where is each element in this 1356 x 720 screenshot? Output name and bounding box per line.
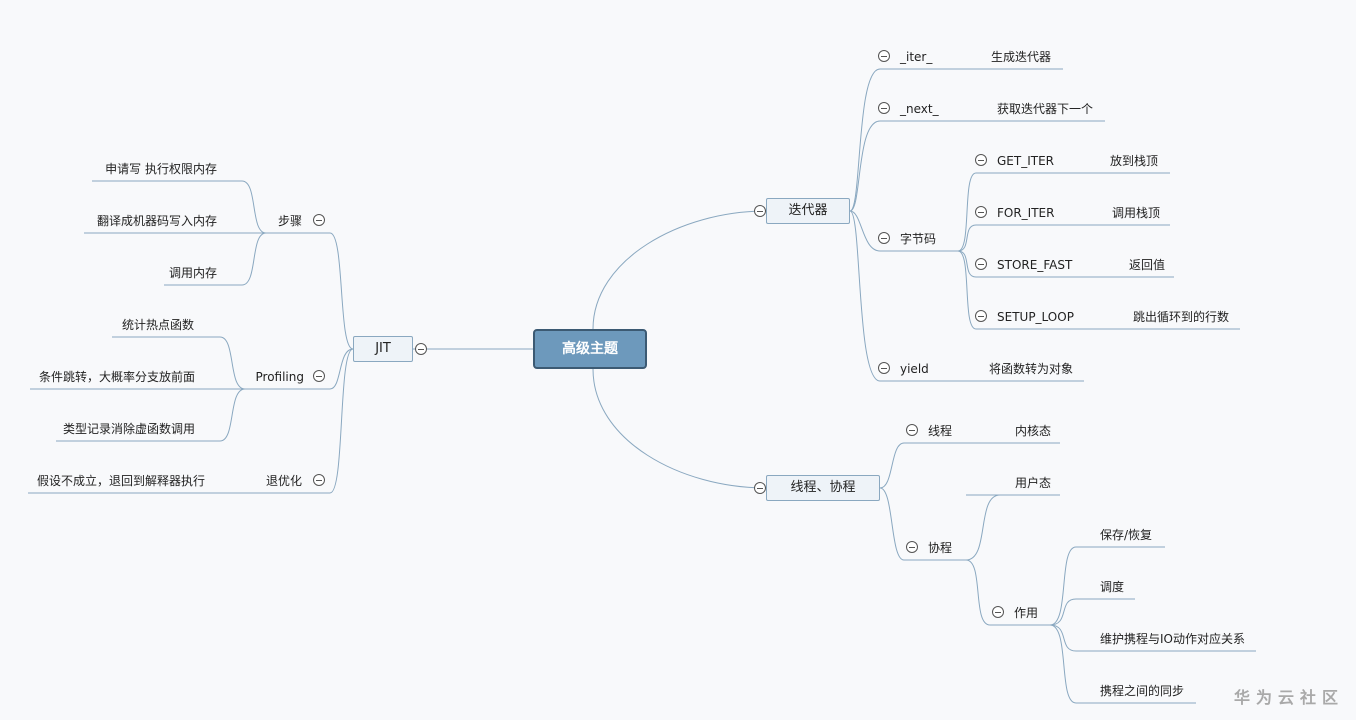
- role-item-2: 调度: [1100, 580, 1125, 594]
- yield-name: yield: [900, 362, 929, 376]
- link-op-store-fast: [957, 250, 977, 278]
- step-item-3: 调用内存: [168, 266, 217, 280]
- iter-desc: 生成迭代器: [991, 50, 1052, 64]
- profiling-item-3: 类型记录消除虚函数调用: [62, 422, 195, 436]
- op-for-iter-desc: 调用栈顶: [1112, 206, 1161, 220]
- next-name: _next_: [900, 102, 939, 116]
- link-role-4: [1049, 624, 1077, 704]
- link-op-for-iter: [957, 224, 977, 252]
- thread-label: 线程: [928, 424, 953, 438]
- coroutine-label: 协程: [928, 541, 953, 555]
- link-next: [849, 120, 881, 212]
- op-setup-loop-desc: 跳出循环到的行数: [1133, 310, 1230, 324]
- steps-label: 步骤: [277, 214, 302, 228]
- link-step-1: [241, 180, 267, 234]
- step-item-2: 翻译成机器码写入内存: [96, 214, 217, 228]
- topic-iterator[interactable]: 迭代器: [766, 198, 850, 224]
- link-op-get-iter: [957, 172, 977, 252]
- op-store-fast-name: STORE_FAST: [997, 258, 1073, 272]
- bytecode-label: 字节码: [900, 232, 937, 246]
- link-role-1: [1049, 546, 1077, 626]
- role-item-4: 携程之间的同步: [1100, 684, 1185, 698]
- thread-desc: 内核态: [1015, 424, 1052, 438]
- collapse-iterator-icon[interactable]: [754, 205, 766, 217]
- link-deopt: [329, 348, 354, 494]
- step-item-1: 申请写 执行权限内存: [105, 162, 217, 176]
- role-label: 作用: [1014, 606, 1039, 620]
- topic-threads[interactable]: 线程、协程: [766, 475, 880, 501]
- link-prof-1: [219, 336, 246, 390]
- link-prof-3: [219, 388, 246, 442]
- yield-desc: 将函数转为对象: [989, 362, 1074, 376]
- collapse-coroutine-icon[interactable]: [906, 541, 918, 553]
- link-coroutine-desc: [965, 494, 1001, 561]
- profiling-item-1: 统计热点函数: [121, 318, 194, 332]
- link-role: [965, 559, 991, 626]
- collapse-next-icon[interactable]: [878, 102, 890, 114]
- collapse-get-iter-icon[interactable]: [975, 154, 987, 166]
- link-root-threads: [592, 368, 767, 489]
- op-get-iter-name: GET_ITER: [997, 154, 1054, 168]
- collapse-thread-icon[interactable]: [906, 424, 918, 436]
- iter-name: _iter_: [900, 50, 933, 64]
- op-setup-loop-name: SETUP_LOOP: [997, 310, 1074, 324]
- collapse-setup-loop-icon[interactable]: [975, 310, 987, 322]
- op-store-fast-desc: 返回值: [1129, 258, 1166, 272]
- link-iter: [849, 68, 881, 212]
- profiling-item-2: 条件跳转，大概率分支放前面: [38, 370, 195, 384]
- link-role-2: [1049, 598, 1077, 626]
- collapse-bytecode-icon[interactable]: [878, 232, 890, 244]
- collapse-steps-icon[interactable]: [313, 214, 325, 226]
- link-profiling: [329, 348, 354, 390]
- collapse-profiling-icon[interactable]: [313, 370, 325, 382]
- link-step-3: [241, 232, 267, 286]
- collapse-for-iter-icon[interactable]: [975, 206, 987, 218]
- next-desc: 获取迭代器下一个: [997, 102, 1094, 116]
- collapse-yield-icon[interactable]: [878, 362, 890, 374]
- coroutine-desc: 用户态: [1015, 476, 1052, 490]
- link-thread: [879, 442, 905, 489]
- topic-jit[interactable]: JIT: [353, 336, 413, 362]
- profiling-label: Profiling: [255, 370, 305, 384]
- collapse-store-fast-icon[interactable]: [975, 258, 987, 270]
- deopt-label: 退优化: [265, 474, 302, 488]
- collapse-deopt-icon[interactable]: [313, 474, 325, 486]
- link-op-setup-loop: [957, 250, 977, 330]
- link-steps: [329, 232, 354, 350]
- link-root-iterator: [592, 210, 767, 330]
- link-yield: [849, 210, 881, 382]
- link-role-3: [1049, 624, 1077, 652]
- collapse-iter-icon[interactable]: [878, 50, 890, 62]
- watermark: 华为云社区: [1233, 688, 1344, 707]
- central-topic[interactable]: 高级主题: [533, 329, 647, 369]
- collapse-jit-icon[interactable]: [415, 343, 427, 355]
- collapse-threads-icon[interactable]: [754, 482, 766, 494]
- op-for-iter-name: FOR_ITER: [997, 206, 1055, 220]
- link-bytecode: [849, 210, 881, 252]
- op-get-iter-desc: 放到栈顶: [1110, 154, 1159, 168]
- role-item-1: 保存/恢复: [1100, 528, 1153, 542]
- role-item-3: 维护携程与IO动作对应关系: [1100, 632, 1245, 646]
- collapse-role-icon[interactable]: [992, 606, 1004, 618]
- link-coroutine: [879, 487, 905, 561]
- deopt-item-1: 假设不成立，退回到解释器执行: [36, 474, 205, 488]
